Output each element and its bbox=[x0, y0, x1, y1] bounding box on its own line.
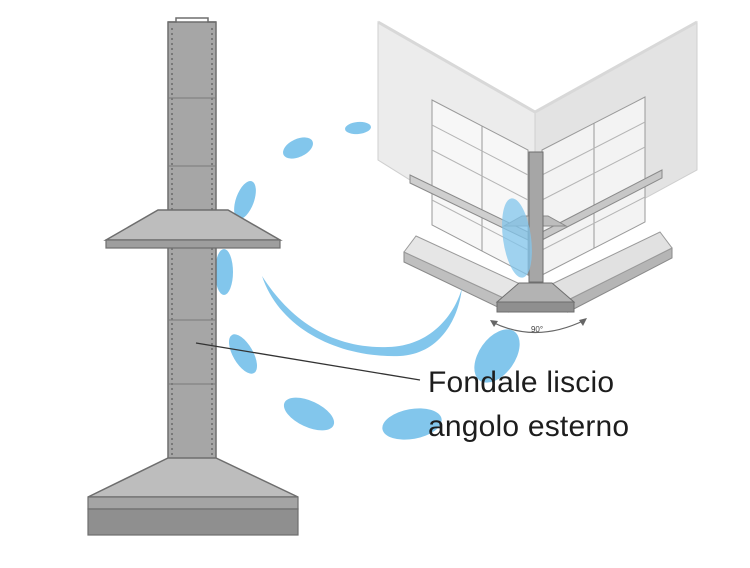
swirl-blob bbox=[229, 334, 257, 374]
angle-arc bbox=[491, 319, 586, 334]
corner-base-plinth bbox=[496, 301, 575, 313]
swirl-blob bbox=[345, 121, 371, 135]
column-detail-view bbox=[87, 17, 299, 536]
column-base-plinth bbox=[87, 508, 299, 536]
swirl-blob bbox=[474, 329, 520, 383]
angle-label: 90° bbox=[531, 325, 543, 334]
angle-arrow-left bbox=[490, 320, 498, 327]
wall-top-edge bbox=[377, 20, 698, 114]
blue-swirl-decoration bbox=[215, 121, 532, 440]
swirl-blob bbox=[215, 249, 233, 295]
swirl-blob bbox=[283, 397, 335, 431]
corner-column bbox=[528, 151, 544, 283]
column-top-notch bbox=[168, 17, 216, 23]
swirl-crescent bbox=[262, 276, 462, 357]
right-panel-line-3 bbox=[541, 196, 646, 251]
angle-arrow-right bbox=[579, 318, 587, 326]
upper-shelf bbox=[103, 209, 283, 241]
caption-line-1: Fondale liscio bbox=[428, 366, 615, 399]
column-base-band bbox=[87, 496, 299, 510]
swirl-blob bbox=[502, 198, 532, 278]
upper-shelf-edge bbox=[105, 239, 281, 249]
swirl-blob bbox=[234, 180, 256, 220]
caption-line-2: angolo esterno bbox=[428, 410, 630, 443]
corner-installation-view: 90° bbox=[377, 20, 698, 334]
right-panel-line-2 bbox=[541, 146, 646, 201]
right-panel-line-1 bbox=[541, 121, 646, 176]
left-panel-line-2 bbox=[431, 149, 529, 201]
left-panel-line-1 bbox=[431, 124, 529, 176]
swirl-blob bbox=[382, 408, 442, 440]
leader-line bbox=[195, 342, 421, 381]
column-base-top bbox=[87, 457, 299, 498]
swirl-blob bbox=[283, 137, 313, 159]
